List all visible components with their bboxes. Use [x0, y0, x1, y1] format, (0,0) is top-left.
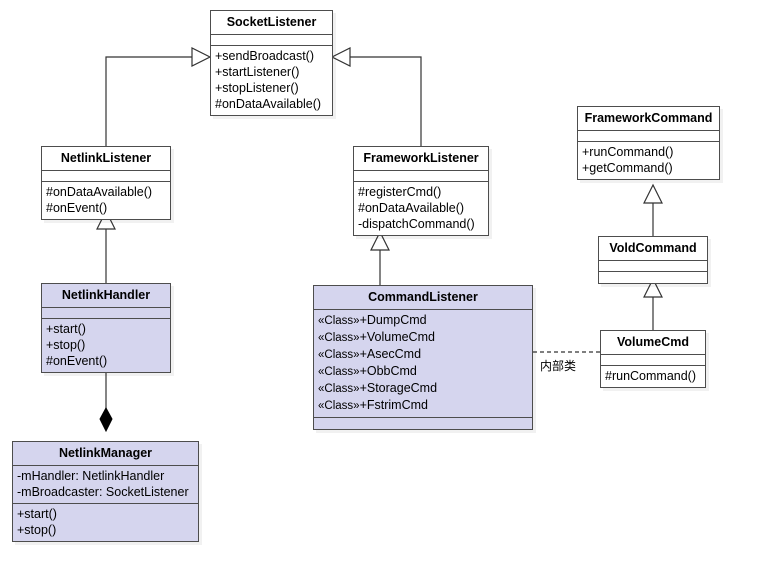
class-title-netlink-listener: NetlinkListener [42, 147, 170, 171]
edge-framework-listener-extends-socket-listener [330, 47, 422, 146]
class-attributes-framework-listener [354, 171, 488, 182]
stereotype-label: «Class» [318, 383, 360, 395]
nested-class-name: +AsecCmd [359, 347, 422, 361]
stereotype-label: «Class» [318, 400, 360, 412]
class-box-framework-command[interactable]: FrameworkCommand +runCommand() +getComma… [577, 106, 720, 180]
class-title-netlink-handler: NetlinkHandler [42, 284, 170, 308]
edge-netlink-manager-composes-netlink-handler [99, 371, 113, 433]
class-operations-netlink-manager: +start() +stop() [13, 504, 198, 541]
class-box-vold-command[interactable]: VoldCommand [598, 236, 708, 284]
edge-vold-command-extends-framework-command [643, 183, 663, 236]
nested-class-row: «Class»+ObbCmd [318, 363, 528, 380]
operation-row: +sendBroadcast() [215, 49, 315, 63]
operation-row: +start() [46, 322, 86, 336]
edge-command-listener-extends-framework-listener [370, 230, 390, 285]
class-title-command-listener: CommandListener [314, 286, 532, 310]
operation-row: +stop() [46, 338, 86, 352]
class-attributes-framework-command [578, 131, 719, 142]
operation-row: #onDataAvailable() [215, 97, 322, 111]
operation-row: +start() [17, 507, 57, 521]
class-attributes-vold-command [599, 261, 707, 272]
operation-row: #registerCmd() [358, 185, 442, 199]
operation-row: #onDataAvailable() [46, 185, 153, 199]
class-operations-netlink-handler: +start() +stop() #onEvent() [42, 319, 170, 372]
operation-row: +stopListener() [215, 81, 299, 95]
nested-class-row: «Class»+StorageCmd [318, 380, 528, 397]
class-title-netlink-manager: NetlinkManager [13, 442, 198, 466]
operation-row: #runCommand() [605, 369, 697, 383]
class-operations-netlink-listener: #onDataAvailable() #onEvent() [42, 182, 170, 219]
nested-class-name: +StorageCmd [359, 381, 438, 395]
class-box-command-listener[interactable]: CommandListener «Class»+DumpCmd «Class»+… [313, 285, 533, 430]
operation-row: #onEvent() [46, 201, 108, 215]
nested-class-row: «Class»+DumpCmd [318, 312, 528, 329]
nested-class-row: «Class»+FstrimCmd [318, 397, 528, 414]
edge-netlink-handler-extends-netlink-listener [96, 209, 116, 283]
class-title-framework-listener: FrameworkListener [354, 147, 488, 171]
edge-netlink-listener-extends-socket-listener [105, 47, 212, 146]
nested-class-name: +FstrimCmd [359, 398, 428, 412]
operation-row: +startListener() [215, 65, 300, 79]
stereotype-label: «Class» [318, 332, 360, 344]
class-attributes-netlink-handler [42, 308, 170, 319]
operation-row: +getCommand() [582, 161, 673, 175]
class-attributes-socket-listener [211, 35, 332, 46]
nested-class-row: «Class»+VolumeCmd [318, 329, 528, 346]
class-operations-framework-listener: #registerCmd() #onDataAvailable() -dispa… [354, 182, 488, 235]
class-operations-volume-cmd: #runCommand() [601, 366, 705, 387]
nested-class-name: +ObbCmd [359, 364, 417, 378]
stereotype-label: «Class» [318, 349, 360, 361]
class-box-volume-cmd[interactable]: VolumeCmd #runCommand() [600, 330, 706, 388]
operation-row: #onEvent() [46, 354, 108, 368]
edge-label-inner-class: 内部类 [540, 359, 577, 373]
stereotype-label: «Class» [318, 315, 360, 327]
class-attributes-netlink-manager: -mHandler: NetlinkHandler -mBroadcaster:… [13, 466, 198, 504]
operation-row: #onDataAvailable() [358, 201, 465, 215]
class-box-netlink-handler[interactable]: NetlinkHandler +start() +stop() #onEvent… [41, 283, 171, 373]
class-title-framework-command: FrameworkCommand [578, 107, 719, 131]
class-operations-socket-listener: +sendBroadcast() +startListener() +stopL… [211, 46, 332, 115]
class-operations-vold-command [599, 272, 707, 283]
class-operations-command-listener [314, 418, 532, 429]
class-attributes-volume-cmd [601, 355, 705, 366]
operation-row: +stop() [17, 523, 57, 537]
class-box-netlink-listener[interactable]: NetlinkListener #onDataAvailable() #onEv… [41, 146, 171, 220]
class-attributes-netlink-listener [42, 171, 170, 182]
class-nested-classes-command-listener: «Class»+DumpCmd «Class»+VolumeCmd «Class… [314, 310, 532, 418]
attribute-row: -mHandler: NetlinkHandler [17, 469, 165, 483]
stereotype-label: «Class» [318, 366, 360, 378]
class-title-volume-cmd: VolumeCmd [601, 331, 705, 355]
class-operations-framework-command: +runCommand() +getCommand() [578, 142, 719, 179]
class-title-socket-listener: SocketListener [211, 11, 332, 35]
operation-row: -dispatchCommand() [358, 217, 475, 231]
edge-volume-cmd-extends-vold-command [643, 277, 663, 330]
class-box-framework-listener[interactable]: FrameworkListener #registerCmd() #onData… [353, 146, 489, 236]
class-title-vold-command: VoldCommand [599, 237, 707, 261]
class-box-netlink-manager[interactable]: NetlinkManager -mHandler: NetlinkHandler… [12, 441, 199, 542]
nested-class-name: +VolumeCmd [359, 330, 435, 344]
nested-class-row: «Class»+AsecCmd [318, 346, 528, 363]
class-box-socket-listener[interactable]: SocketListener +sendBroadcast() +startLi… [210, 10, 333, 116]
operation-row: +runCommand() [582, 145, 674, 159]
attribute-row: -mBroadcaster: SocketListener [17, 485, 189, 499]
nested-class-name: +DumpCmd [359, 313, 427, 327]
